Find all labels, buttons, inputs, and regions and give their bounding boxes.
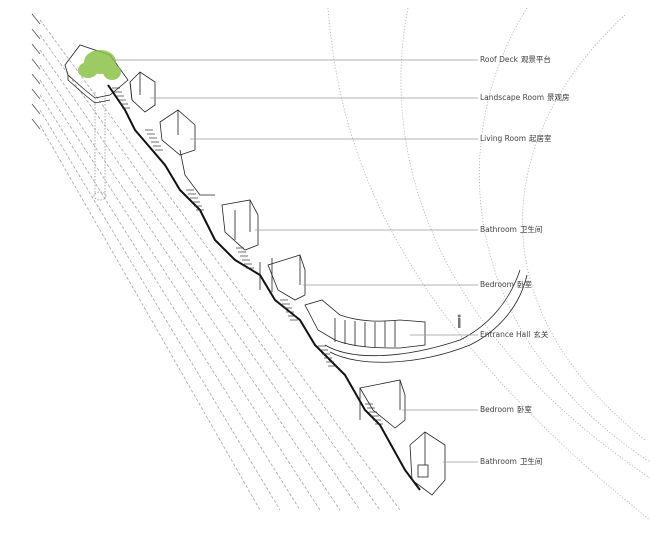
landscape-room-volume [129,71,156,113]
label-zh: 卧室 [516,405,532,414]
label-zh: 卫生间 [519,457,543,466]
bathroom-upper-volume [221,199,259,251]
label-zh: 卫生间 [519,225,543,234]
label-zh: 起居室 [529,134,552,143]
label-zh: 景观房 [547,93,570,102]
foundation-pile [93,92,107,201]
label-zh: 观景平台 [520,55,551,64]
leader-lines [112,59,478,463]
label-en: Landscape Room [480,93,545,102]
tree-icon [78,50,121,80]
label-en: Bedroom [480,280,514,289]
entrance-hall-volume [304,269,528,363]
label-en: Entrance Hall [480,330,531,339]
ground-strata [39,19,401,511]
bathroom-lower-volume [409,431,446,496]
roof-deck-volume [64,44,129,104]
label-zh: 卧室 [516,280,532,289]
label-zh: 玄关 [533,330,549,339]
contour-lines [327,7,650,521]
person-icon [457,314,461,328]
stairs [112,87,383,425]
bedroom-upper-volume [259,254,306,301]
bedroom-lower-volume [359,379,406,429]
elevation-markers [31,13,41,130]
label-en: Bedroom [480,405,514,414]
label-en: Roof Deck [480,55,518,64]
label-en: Bathroom [480,225,517,234]
label-en: Bathroom [480,457,517,466]
label-en: Living Room [480,134,527,143]
living-room-volume [159,109,215,196]
